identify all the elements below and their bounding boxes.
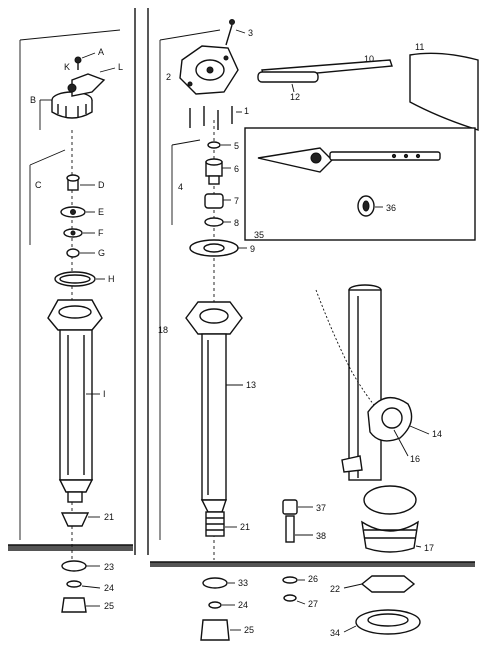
- part-25-center-coupling: [200, 619, 230, 641]
- part-33-nut: [202, 577, 228, 589]
- part-12-float-arm: [257, 71, 319, 83]
- part-16-flapper-chain: [315, 289, 405, 433]
- label-11: 11: [415, 42, 424, 52]
- label-38: 38: [316, 531, 326, 541]
- part-13-valve-body: [185, 301, 243, 537]
- label-21-center: 21: [240, 522, 250, 532]
- label-i: I: [103, 389, 106, 399]
- inset-flapper-arm: [257, 147, 441, 173]
- part-37-fitting: [282, 499, 298, 515]
- label-6: 6: [234, 164, 239, 174]
- label-24-left: 24: [104, 583, 114, 593]
- label-37: 37: [316, 503, 326, 513]
- part-21-left-washer: [60, 512, 90, 527]
- label-18: 18: [158, 325, 168, 335]
- label-4: 4: [178, 182, 183, 192]
- label-c: C: [35, 180, 42, 190]
- floor-left: [8, 544, 133, 551]
- part-27-washer: [283, 594, 297, 602]
- label-1: 1: [244, 106, 249, 116]
- part-14-flapper: [341, 396, 413, 473]
- part-11-float-ball: [409, 52, 479, 131]
- part-17-flush-valve: [361, 485, 419, 553]
- part-24-left-washer: [66, 580, 82, 588]
- label-e: E: [98, 207, 104, 217]
- label-33: 33: [238, 578, 248, 588]
- label-26: 26: [308, 574, 318, 584]
- label-25-center: 25: [244, 625, 254, 635]
- label-3: 3: [248, 28, 253, 38]
- label-f: F: [98, 228, 104, 238]
- part-7-spacer: [204, 193, 224, 209]
- label-9: 9: [250, 244, 255, 254]
- label-27: 27: [308, 599, 318, 609]
- floor-right: [150, 561, 475, 567]
- label-l: L: [118, 62, 123, 72]
- part-i-valve-body: [47, 299, 103, 503]
- part-5-washer: [207, 141, 221, 149]
- label-k: K: [64, 62, 70, 72]
- part-6-plunger: [205, 158, 223, 185]
- part-22-nut: [360, 575, 416, 593]
- label-a: A: [98, 47, 104, 57]
- part-3-screw: [225, 19, 235, 46]
- label-2: 2: [166, 72, 171, 82]
- inset-box: [244, 127, 476, 241]
- label-14: 14: [432, 429, 442, 439]
- part-g-seal: [66, 248, 80, 258]
- label-25-left: 25: [104, 601, 114, 611]
- part-38-nipple: [285, 515, 295, 543]
- label-12: 12: [290, 92, 300, 102]
- label-7: 7: [234, 196, 239, 206]
- label-17: 17: [424, 543, 434, 553]
- part-24-center-washer: [208, 601, 222, 609]
- label-23: 23: [104, 562, 114, 572]
- part-36-washer: [357, 195, 375, 217]
- part-b-valve-head: [51, 73, 106, 119]
- label-d: D: [98, 180, 105, 190]
- label-8: 8: [234, 218, 239, 228]
- label-5: 5: [234, 141, 239, 151]
- label-13: 13: [246, 380, 256, 390]
- label-10: 10: [364, 54, 374, 64]
- part-26-washer: [282, 576, 298, 584]
- label-g: G: [98, 248, 105, 258]
- part-25-left-coupling: [61, 597, 87, 613]
- part-8-seal: [204, 217, 224, 227]
- part-a-screw: [74, 56, 82, 70]
- label-35: 35: [254, 230, 264, 240]
- part-14-overflow-tube: [348, 284, 382, 481]
- label-h: H: [108, 274, 115, 284]
- part-23-left-nut: [61, 560, 87, 572]
- part-1-screws: [189, 106, 233, 130]
- label-34: 34: [330, 628, 340, 638]
- label-16: 16: [410, 454, 420, 464]
- part-2-cap: [179, 45, 239, 95]
- label-36: 36: [386, 203, 396, 213]
- label-24-center: 24: [238, 600, 248, 610]
- part-d-plunger: [66, 174, 80, 191]
- label-b: B: [30, 95, 36, 105]
- part-34-gasket: [355, 609, 421, 635]
- label-22: 22: [330, 584, 340, 594]
- label-21-left: 21: [104, 512, 114, 522]
